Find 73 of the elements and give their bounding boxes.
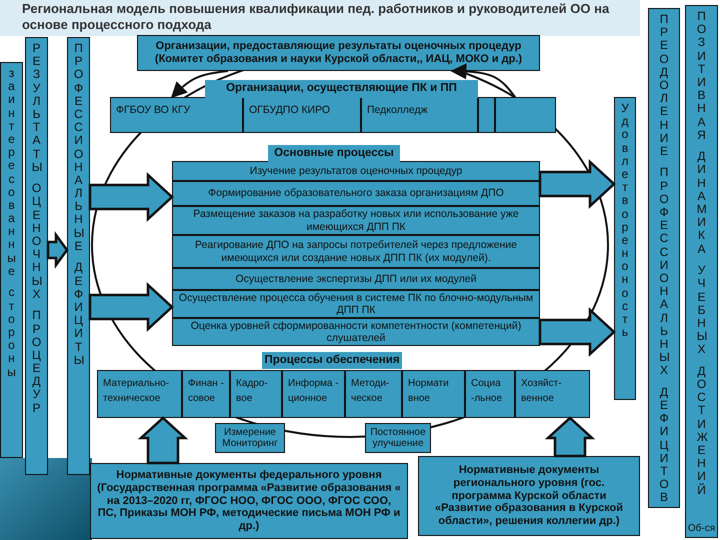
vertical-label: заинтересованные стороны [6,67,16,381]
heading-label: Основные процессы [274,146,394,160]
process-box [172,318,540,346]
organization-cell [361,97,478,133]
document-box [90,463,408,539]
box-label: Размещение заказов на разработку новых или использование уже имеющихся ДПП ПК [192,208,520,233]
process-box [172,268,540,290]
title: Региональная модель повышения квалификации пед. работников и руководителей ОО на основе процессного подхода [0,0,640,36]
organization-cell [478,97,495,133]
block-arrow [46,231,69,269]
vertical-label: ПРЕОДОЛЕНИЕ ПРОФЕССИОНАЛЬНЫХ ДЕФИЦИТОВ [659,13,669,506]
support-process-cell [345,370,402,418]
box-label: Осуществление процесса обучения в системе ПК по блочно-модульным ДПП ПК [178,292,534,316]
block-arrow [88,172,174,222]
box-label: Изучение результатов оценочных процедур [250,164,462,178]
box-label: ОГБУДПО КИРО [248,103,332,118]
support-process-cell [182,370,230,418]
vertical-column [614,97,636,400]
box-label: Организации, предоставляющие результаты оценочных процедур (Комитет образования и науки Курской области,, ИАЦ, МОКО и др.) [154,40,524,66]
box-label: Хозяйст- венное [520,377,563,406]
vertical-label: ПОЗИТИВНАЯ ДИНАМИКА УЧЕБНЫХ ДОСТИЖЕНИЙ [696,10,706,499]
support-process-cell [402,370,465,418]
vertical-label: Удовлетвореноность [620,102,630,342]
vertical-label: РЕЗУЛЬТАТЫ ОЦЕНОЧНЫХ ПРОЦЕДУР [32,42,42,417]
document-box [418,456,640,536]
box-label: Информа - ционное [287,377,340,406]
box-label: Осуществление экспертизы ДПП или их модулей [236,272,476,286]
support-process-cell [515,370,590,418]
process-box [172,161,540,181]
box-label: Кадро- вое [235,377,269,406]
organization-box [137,35,540,71]
process-box [172,181,540,206]
arrow [450,63,516,98]
vertical-column [0,62,23,458]
box-label: Финан - совое [187,377,225,406]
organization-cell [495,97,556,133]
box-label: Социа -льное [470,377,504,406]
vertical-column [685,5,718,538]
box-label: Методи- ческое [350,377,390,406]
box-label: Нормати вное [407,377,450,406]
section-heading [205,80,478,98]
block-arrow [538,307,616,357]
organization-cell [110,97,243,133]
box-label: Постоянное улучшение [369,426,427,450]
support-process-cell [230,370,282,418]
cycle-step-box [215,423,285,453]
block-arrow [138,416,188,464]
box-label: Материально- техническое [102,377,170,406]
heading-label: Процессы обеспечения [264,354,400,368]
support-process-cell [282,370,345,418]
column-note: Об-ся [688,522,716,534]
process-box [172,235,540,268]
vertical-column [648,8,680,508]
box-label: Формирование образовательного заказа организациям ДПО [208,187,504,200]
box-label: Измерение Мониторинг [221,426,279,450]
vertical-column [25,37,48,475]
box-label: Оценка уровней сформированности компетентности (компетенций) слушателей [190,320,522,344]
block-arrow [544,416,596,458]
support-process-cell [97,370,182,418]
box-label: Нормативные документы регионального уровня (гос. программа Курской области «Развитие образования в Курской области», решения коллегии др.) [434,464,624,528]
heading-label: Организации, осуществляющие ПК и ПП [226,82,457,96]
support-process-cell [465,370,515,418]
box-label: Нормативные документы федерального уровня (Государственная программа «Развитие образования « на 2013–2020 гг, ФГОС НОО, ФГОС ООО, ФГОС СОО, ПС, Приказы МОН РФ, методические письма МОН РФ и др.) [96,469,402,533]
box-label: ФГБОУ ВО КГУ [115,103,192,118]
box-label: Реагирование ДПО на запросы потребителей через предложение имеющихся или создание новых ДПП ПК (их модулей). [194,239,518,264]
block-arrow [88,282,174,332]
box-label: Педколледж [366,103,429,118]
vertical-column [67,37,90,475]
vertical-label: ПРОФЕССИОНАЛЬНЫЕ ДЕФИЦИТЫ [74,42,84,369]
organization-cell [243,97,361,133]
process-box [172,206,540,235]
section-heading [268,145,400,162]
block-arrow [538,159,616,209]
